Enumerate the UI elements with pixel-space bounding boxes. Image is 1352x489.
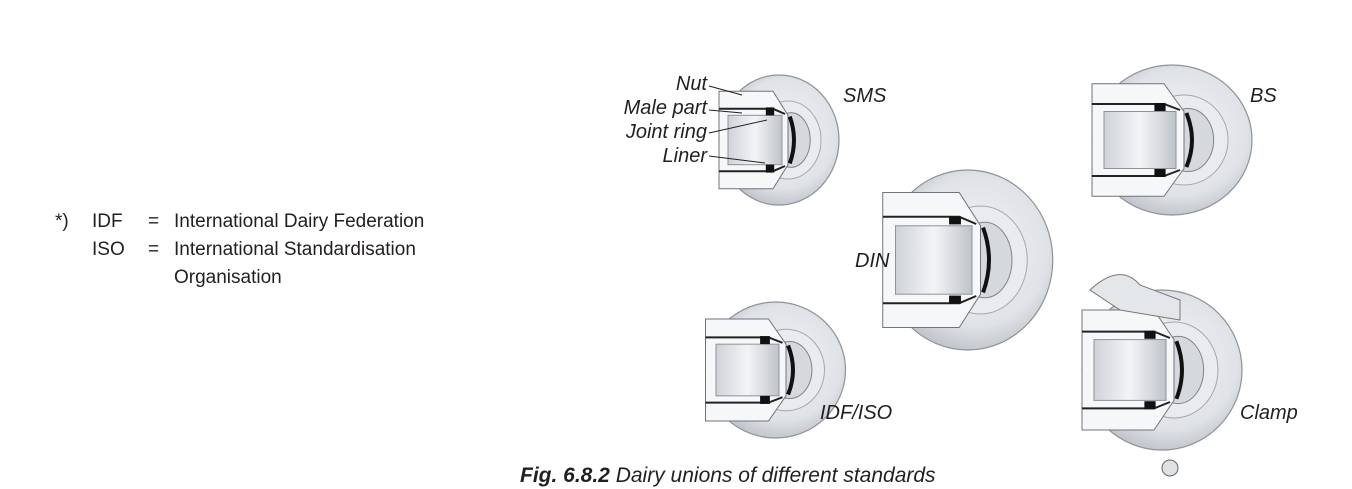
liner-pipe [727,114,783,166]
union-sms [718,74,840,206]
liner-pipe [1093,339,1167,401]
seal-section [765,164,775,173]
label-nut: Nut [675,73,707,95]
equals: = [148,211,160,232]
label-sms: SMS [843,85,887,107]
label-bs: BS [1250,85,1277,107]
union-clamp [1081,274,1243,477]
label-clamp: Clamp [1240,402,1298,424]
figure-caption: Fig. 6.8.2 Dairy unions of different sta… [520,464,936,488]
footnote-marker: *) [55,211,69,232]
liner-pipe [895,225,973,295]
seal-section [949,295,961,304]
seal-section [760,336,770,345]
definition-iso-cont: Organisation [174,267,282,288]
seal-section [760,395,770,404]
abbr-idf: IDF [92,211,123,232]
joint-ring [786,344,795,396]
label-liner: Liner [662,145,707,167]
definition-iso: International Standardisation [174,239,416,260]
label-joint-ring: Joint ring [625,121,707,143]
joint-ring [787,115,796,165]
joint-ring [981,226,991,294]
equals: = [148,239,160,260]
liner-pipe [715,343,780,397]
liner-pipe [1103,111,1177,169]
clamp-wing-nut [1161,459,1179,477]
caption-number: Fig. 6.8.2 [520,464,610,487]
joint-ring [1174,340,1184,400]
joint-ring [1184,112,1194,168]
caption-text: Dairy unions of different standards [609,464,936,487]
abbr-iso: ISO [92,239,125,260]
definition-idf: International Dairy Federation [174,211,425,232]
clamp-hinge [1089,274,1181,321]
union-idf-iso [704,301,847,439]
seal-section [765,107,775,116]
seal-section [1154,103,1166,111]
seal-section [1154,169,1166,177]
label-din: DIN [855,250,890,272]
label-male-part: Male part [623,97,707,119]
seal-section [1144,401,1156,410]
seal-section [1144,330,1156,339]
label-idf-iso: IDF/ISO [820,402,893,424]
leader-lines [708,85,768,164]
seal-section [949,216,961,225]
union-bs [1091,64,1253,216]
union-din [882,169,1054,351]
